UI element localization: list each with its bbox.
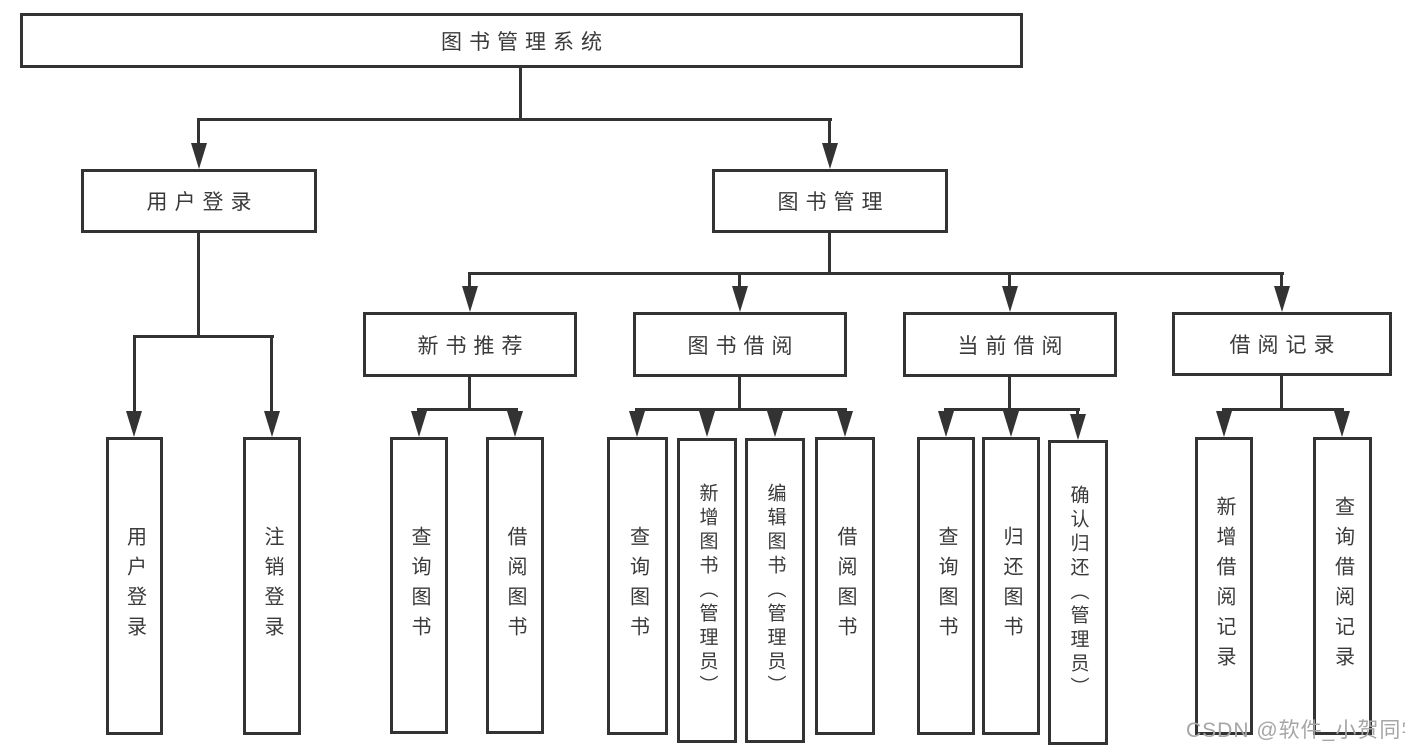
node-label: 图书借阅 <box>687 334 800 358</box>
connector-user-login-down <box>197 231 200 338</box>
arrowhead-user-login <box>191 143 207 169</box>
arrowhead-bb-add-books <box>699 411 715 437</box>
arrowhead-leaf-user-login <box>126 411 142 437</box>
connector-book-borrow-down <box>738 375 741 411</box>
arrowhead-br-query-record <box>1334 411 1350 437</box>
arrowhead-cb-confirm-return <box>1070 414 1086 440</box>
connector-recommend-down <box>468 375 471 411</box>
leaf-label: 编辑图书（管理员） <box>764 482 786 699</box>
node-user-login: 用户登录 <box>81 169 317 233</box>
arrowhead-leaf-logout <box>264 411 280 437</box>
leaf-label: 新增借阅记录 <box>1213 496 1235 676</box>
arrowhead-bb-borrow-books <box>837 411 853 437</box>
csdn-watermark: CSDN @软件_小贺同学 <box>1186 719 1405 742</box>
connector-borrow-records-down <box>1280 375 1283 411</box>
leaf-add-borrow-record: 新增借阅记录 <box>1195 437 1253 735</box>
node-label: 图书管理系统 <box>441 30 609 54</box>
leaf-label: 借阅图书 <box>504 525 526 646</box>
arrowhead-bb-query-books <box>629 411 645 437</box>
leaf-label: 注销登录 <box>261 526 283 646</box>
node-label: 借阅记录 <box>1229 334 1342 357</box>
connector-book-borrow-rail <box>635 408 847 411</box>
leaf-recommend-borrow-books: 借阅图书 <box>486 437 544 734</box>
node-book-borrow: 图书借阅 <box>633 312 847 377</box>
arrowhead-borrow-records <box>1274 286 1290 312</box>
arrowhead-rec-query-books <box>411 411 427 437</box>
node-label: 当前借阅 <box>957 334 1070 358</box>
leaf-query-borrow-record: 查询借阅记录 <box>1313 437 1372 735</box>
connector-current-borrow-down <box>1008 375 1011 411</box>
node-label: 图书管理 <box>777 191 890 214</box>
leaf-label: 用户登录 <box>123 526 146 646</box>
leaf-recommend-query-books: 查询图书 <box>390 437 448 734</box>
connector-book-management-down <box>828 231 831 275</box>
leaf-borrow-query-books: 查询图书 <box>607 437 668 735</box>
node-current-borrow: 当前借阅 <box>903 312 1117 377</box>
connector-current-borrow-rail <box>944 408 1080 411</box>
leaf-user-login: 用户登录 <box>106 437 163 735</box>
arrowhead-br-add-record <box>1216 411 1232 437</box>
leaf-logout-login: 注销登录 <box>243 437 301 735</box>
arrowhead-rec-borrow-books <box>507 411 523 437</box>
connector-book-borrow-stem <box>738 272 741 288</box>
connector-recommend-rail <box>417 408 518 411</box>
leaf-return-books: 归还图书 <box>982 437 1040 735</box>
connector-leaf-user-login-stem <box>133 335 136 413</box>
connector-root-stem <box>519 66 522 121</box>
leaf-label: 查询图书 <box>935 526 957 646</box>
arrowhead-bb-edit-books <box>767 411 783 437</box>
leaf-label: 查询借阅记录 <box>1331 496 1354 676</box>
leaf-label: 查询图书 <box>626 526 649 646</box>
connector-leaf-logout-stem <box>270 335 273 413</box>
connector-book-management-stem <box>828 118 831 145</box>
leaf-add-books-admin: 新增图书（管理员） <box>677 438 737 743</box>
node-borrow-records: 借阅记录 <box>1172 312 1392 376</box>
node-label: 新书推荐 <box>417 334 530 358</box>
leaf-label: 借阅图书 <box>834 526 856 646</box>
connector-recommend-stem <box>468 272 471 288</box>
node-label: 用户登录 <box>146 191 259 214</box>
arrowhead-cb-return-books <box>1003 411 1019 437</box>
leaf-label: 查询图书 <box>408 525 430 646</box>
arrowhead-cb-query-books <box>938 411 954 437</box>
connector-borrow-records-rail <box>1222 408 1344 411</box>
connector-borrow-records-stem <box>1280 272 1283 288</box>
node-new-book-recommend: 新书推荐 <box>363 312 577 377</box>
arrowhead-book-management <box>822 143 838 169</box>
leaf-label: 归还图书 <box>1000 526 1022 646</box>
leaf-label: 确认归还（管理员） <box>1067 484 1089 701</box>
leaf-confirm-return-admin: 确认归还（管理员） <box>1048 440 1108 745</box>
arrowhead-recommend <box>462 286 478 312</box>
arrowhead-book-borrow <box>732 286 748 312</box>
connector-cb-leaf3-stem <box>1076 408 1079 414</box>
leaf-edit-books-admin: 编辑图书（管理员） <box>745 438 805 743</box>
leaf-borrow-books: 借阅图书 <box>815 437 875 735</box>
connector-current-borrow-stem <box>1008 272 1011 288</box>
leaf-current-query-books: 查询图书 <box>917 437 975 735</box>
connector-level2-rail <box>197 118 832 121</box>
connector-level3-rail <box>468 272 1284 275</box>
connector-login-rail <box>133 335 274 338</box>
node-library-system: 图书管理系统 <box>20 13 1023 68</box>
connector-user-login-stem <box>197 118 200 145</box>
arrowhead-current-borrow <box>1002 286 1018 312</box>
node-book-management: 图书管理 <box>712 169 948 233</box>
leaf-label: 新增图书（管理员） <box>696 482 718 699</box>
